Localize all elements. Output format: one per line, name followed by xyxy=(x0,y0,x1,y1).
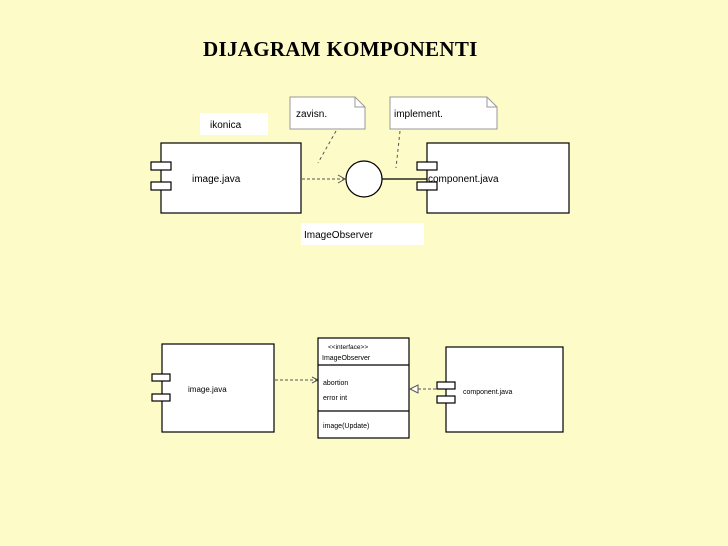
note-zavisn-text: zavisn. xyxy=(296,109,327,120)
component2-component-java-label: component.java xyxy=(463,389,513,396)
interface-label-box: ImageObserver xyxy=(301,223,424,245)
class-attribute-2: error int xyxy=(323,395,347,402)
component-port-top xyxy=(150,161,172,171)
class-stereotype: <<interface>> xyxy=(328,344,368,351)
component2-image-java: image.java xyxy=(151,343,275,433)
component-port-top xyxy=(151,373,171,382)
component-port-bottom xyxy=(416,181,438,191)
component-port-top xyxy=(416,161,438,171)
note-implement: implement. xyxy=(389,96,498,130)
component-port-bottom xyxy=(436,395,456,404)
interface-label: ImageObserver xyxy=(304,230,374,241)
page-title: DIJAGRAM KOMPONENTI xyxy=(203,37,478,61)
component2-component-java: component.java xyxy=(436,346,564,433)
component-port-bottom xyxy=(151,393,171,402)
realization-arrow xyxy=(408,384,440,394)
interface-circle xyxy=(345,160,383,198)
component-image-java-label: image.java xyxy=(192,174,241,185)
note-zavisn: zavisn. xyxy=(289,96,366,130)
note-implement-text: implement. xyxy=(394,109,443,120)
interface-class-box: <<interface>> ImageObserver abortion err… xyxy=(317,337,410,439)
dependency-arrow-2 xyxy=(275,376,320,384)
component-component-java-label: component.java xyxy=(428,174,499,185)
component2-image-java-label: image.java xyxy=(188,385,227,394)
ikonica-label-box: ikonica xyxy=(200,113,268,135)
dependency-arrow xyxy=(302,174,347,184)
note-implement-anchor xyxy=(395,130,401,169)
ikonica-label: ikonica xyxy=(210,120,242,131)
class-operation: image(Update) xyxy=(323,423,369,430)
component-port-bottom xyxy=(150,181,172,191)
note-zavisn-anchor xyxy=(317,130,337,164)
component-component-java: component.java xyxy=(416,142,570,214)
class-name: ImageObserver xyxy=(322,355,371,362)
component-image-java: image.java xyxy=(150,142,302,214)
component-port-top xyxy=(436,381,456,390)
class-attribute-1: abortion xyxy=(323,380,348,387)
